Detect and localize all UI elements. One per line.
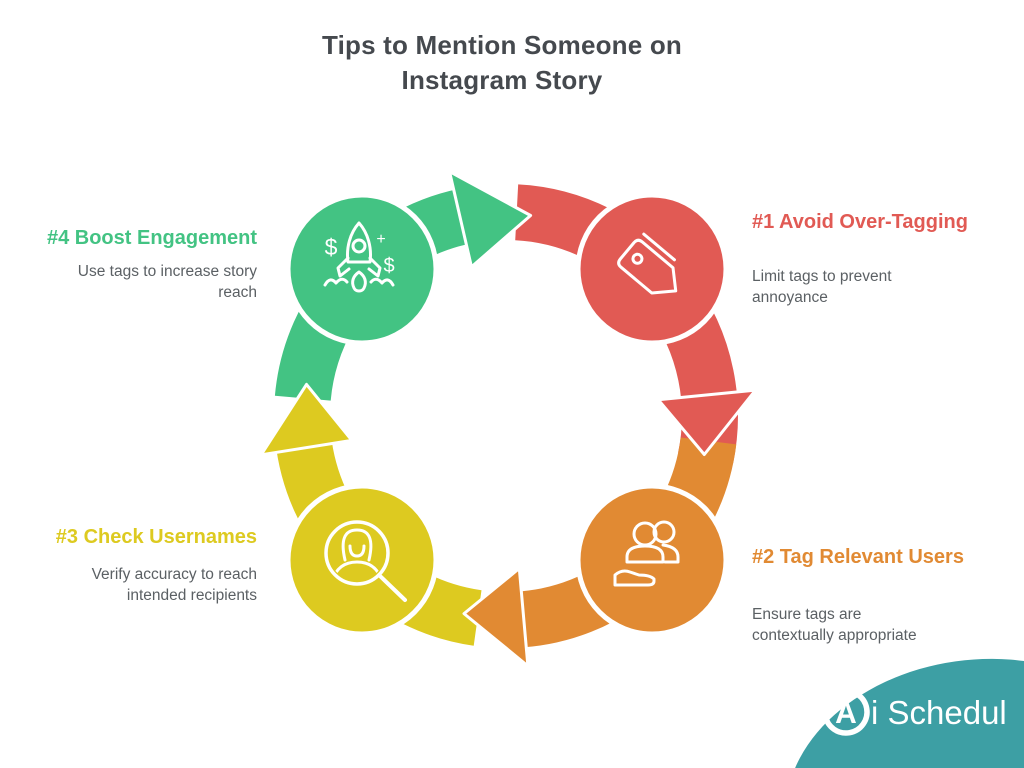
step-heading: #2 Tag Relevant Users	[752, 546, 964, 568]
dollar-glyph: $	[383, 255, 394, 277]
circle-check-usernames	[285, 483, 439, 637]
step-check-usernames: #3 Check Usernames Verify accuracy to re…	[27, 526, 257, 606]
dollar-glyph: $	[325, 234, 338, 260]
logo-letter: A	[835, 697, 857, 730]
price-tag-icon	[617, 232, 678, 295]
step-body: Verify accuracy to reach intended recipi…	[91, 566, 257, 604]
arrow-orange-left-icon	[462, 566, 530, 668]
brand-logo: A i Schedul	[785, 658, 1024, 768]
arrow-red-down-icon	[656, 388, 758, 456]
cycle-arrows	[259, 170, 758, 668]
step-tag-relevant-users: #2 Tag Relevant Users Ensure tags are co…	[752, 546, 992, 646]
page-title: Tips to Mention Someone on Instagram Sto…	[321, 30, 683, 95]
logo-background-ellipse	[785, 658, 1024, 768]
circle-avoid-overtagging	[575, 192, 729, 346]
step-body: Use tags to increase story reach	[77, 263, 257, 301]
step-heading: #4 Boost Engagement	[46, 227, 257, 249]
arrow-green-right-icon	[448, 170, 533, 269]
logo-wordmark: i Schedul	[871, 694, 1007, 731]
step-heading: #1 Avoid Over-Tagging	[752, 211, 968, 233]
circle-tag-relevant-users	[575, 483, 729, 637]
rocket-dollars-icon: $ + $	[323, 221, 395, 293]
step-boost-engagement: #4 Boost Engagement Use tags to increase…	[27, 227, 257, 303]
step-avoid-overtagging: #1 Avoid Over-Tagging Limit tags to prev…	[752, 211, 992, 308]
step-body: Ensure tags are contextually appropriate	[752, 606, 917, 644]
logo-swoosh-icon	[822, 688, 870, 736]
step-heading: #3 Check Usernames	[55, 526, 257, 548]
step-body: Limit tags to prevent annoyance	[752, 268, 892, 306]
user-magnifier-icon	[324, 520, 407, 602]
arrow-yellow-up-icon	[259, 382, 354, 457]
users-hand-icon	[613, 520, 680, 587]
circle-boost-engagement	[285, 192, 439, 346]
step-circles	[285, 192, 729, 637]
plus-glyph: +	[376, 231, 385, 248]
